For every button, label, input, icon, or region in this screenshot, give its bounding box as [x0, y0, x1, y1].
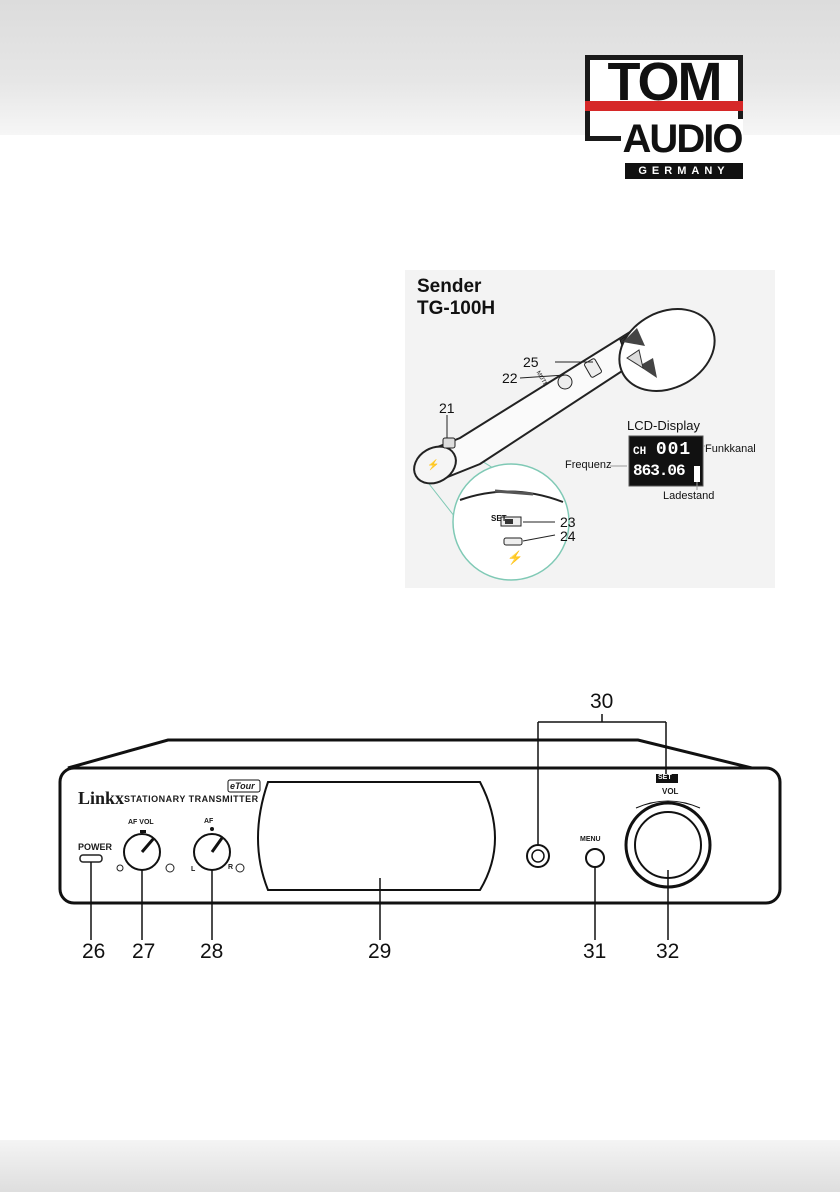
- callout-31: 31: [583, 940, 606, 964]
- microphone-illustration: ⚡ ⚡: [405, 270, 775, 588]
- tom-audio-logo: TOM AUDIO GERMANY: [585, 55, 743, 177]
- logo-tom-text: TOM: [585, 51, 743, 113]
- lcd-channel-value: 001: [656, 440, 691, 460]
- set-switch-label: SET: [491, 514, 507, 523]
- transmitter-figure: Sender TG-100H ⚡ ⚡: [405, 270, 775, 588]
- lcd-frequency-value: 863.06: [633, 462, 685, 480]
- callout-27: 27: [132, 940, 155, 964]
- callout-28: 28: [200, 940, 223, 964]
- callout-22: 22: [502, 370, 518, 386]
- callout-29: 29: [368, 940, 391, 964]
- callout-21: 21: [439, 400, 455, 416]
- set-label: SET: [658, 774, 672, 781]
- model-label: STATIONARY TRANSMITTER: [124, 794, 259, 804]
- logo-germany-text: GERMANY: [625, 163, 743, 179]
- ladestand-label: Ladestand: [663, 490, 714, 502]
- funkkanal-label: Funkkanal: [705, 443, 756, 455]
- device-front-illustration: [40, 690, 800, 970]
- frequenz-label: Frequenz: [565, 459, 611, 471]
- lcd-channel-prefix: CH: [633, 446, 646, 458]
- af-label: AF: [204, 818, 213, 825]
- callout-26: 26: [82, 940, 105, 964]
- etour-badge: eTour: [230, 781, 255, 791]
- svg-text:⚡: ⚡: [507, 550, 523, 566]
- lcd-display-label: LCD-Display: [627, 418, 700, 433]
- footer-band: [0, 1140, 840, 1192]
- af-left-label: L: [191, 866, 195, 873]
- vol-label: VOL: [662, 787, 678, 796]
- callout-32: 32: [656, 940, 679, 964]
- brand-logo: Linkx: [78, 788, 124, 809]
- af-right-label: R: [228, 864, 233, 871]
- callout-24: 24: [560, 528, 576, 544]
- menu-label: MENU: [580, 836, 601, 843]
- af-vol-label: AF VOL: [128, 819, 154, 826]
- callout-30: 30: [590, 690, 613, 714]
- svg-text:⚡: ⚡: [427, 458, 439, 471]
- power-label: POWER: [78, 842, 112, 852]
- lcd-screen-text: CH 001: [633, 440, 691, 460]
- callout-25: 25: [523, 354, 539, 370]
- logo-audio-text: AUDIO: [621, 119, 743, 159]
- stationary-transmitter-figure: Linkx STATIONARY TRANSMITTER eTour POWER…: [40, 690, 800, 970]
